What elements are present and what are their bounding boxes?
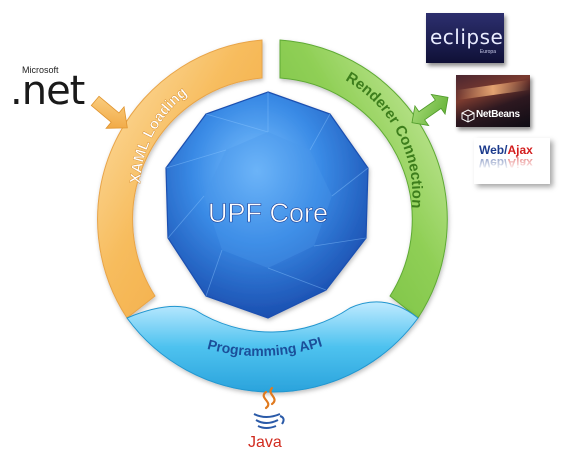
netbeans-cube-icon [461,109,475,123]
upf-core-label: UPF Core [208,198,328,228]
upf-core-shape [165,91,369,319]
webajax-reflection-web: Web/ [479,156,508,170]
java-logo: Java [248,386,285,451]
dotnet-logo: Microsoft .net [10,65,86,114]
webajax-ajax-text: Ajax [507,143,533,157]
eclipse-sub-text: Europa [479,49,496,55]
java-word-text: Java [248,434,282,451]
programming-api-ring [126,301,419,393]
dotnet-word-text: .net [10,68,85,114]
upf-core-inner-facets [204,132,332,268]
core-facet-lines [165,92,369,297]
netbeans-word-text: NetBeans [476,109,520,120]
netbeans-logo: NetBeans [455,75,531,127]
java-steam-icon [262,386,276,410]
eclipse-logo: eclipse Europa [426,13,504,63]
webajax-logo: Web/Ajax Web/Ajax [474,138,550,184]
java-cup-icon [253,413,285,429]
webajax-word-text: Web/Ajax [479,143,533,157]
webajax-web-text: Web/ [479,143,508,157]
dotnet-brand-text: Microsoft [22,65,59,75]
arrow-renderer-bidirectional [411,93,449,127]
arrow-dotnet-to-xaml [90,95,128,129]
netbeans-light-streak [455,79,531,101]
webajax-reflection-ajax: Ajax [507,156,533,170]
webajax-reflection: Web/Ajax [479,156,533,170]
eclipse-word-text: eclipse [430,25,504,49]
